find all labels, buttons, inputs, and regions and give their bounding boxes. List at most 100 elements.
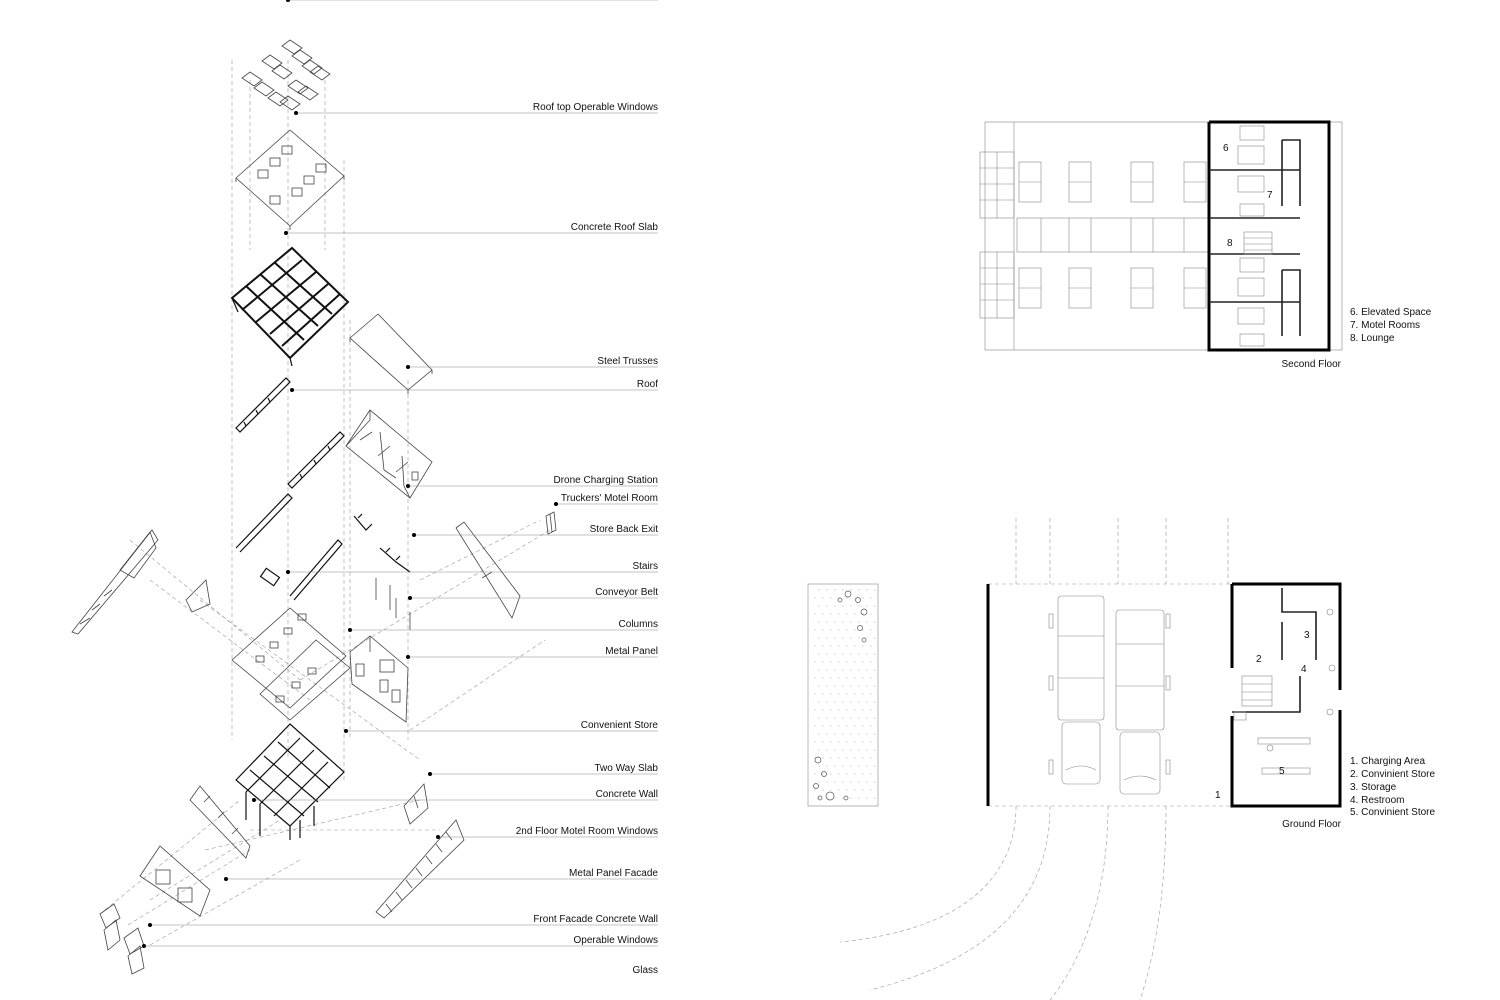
concrete-wall-drawing <box>403 783 429 825</box>
texture-dot <box>814 789 816 791</box>
texture-dot <box>874 669 876 671</box>
texture-dot <box>870 725 872 727</box>
texture-dot <box>830 709 832 711</box>
steel-trusses-drawing <box>230 246 350 367</box>
leader-dot <box>428 772 432 776</box>
texture-dot <box>862 629 864 631</box>
texture-dot <box>842 669 844 671</box>
texture-dot <box>858 605 860 607</box>
texture-dot <box>826 653 828 655</box>
texture-dot <box>874 653 876 655</box>
texture-dot <box>818 749 820 751</box>
texture-dot <box>818 733 820 735</box>
texture-dot <box>866 669 868 671</box>
texture-dot <box>842 605 844 607</box>
leader-dot <box>344 729 348 733</box>
texture-dot <box>818 605 820 607</box>
texture-dot <box>862 693 864 695</box>
texture-dot <box>874 621 876 623</box>
texture-dot <box>846 725 848 727</box>
ground-floor-legend-3: 3. Storage <box>1350 782 1397 793</box>
second-floor-room-6: 6 <box>1223 143 1229 154</box>
texture-dot <box>826 749 828 751</box>
texture-dot <box>858 653 860 655</box>
leader-dot <box>142 944 146 948</box>
texture-dot <box>830 629 832 631</box>
texture-dot <box>830 725 832 727</box>
texture-dot <box>822 693 824 695</box>
texture-dot <box>830 741 832 743</box>
texture-dot <box>858 669 860 671</box>
texture-dot <box>818 589 820 591</box>
texture-dot <box>846 773 848 775</box>
ground-floor-room-1: 1 <box>1215 790 1221 801</box>
texture-dot <box>850 717 852 719</box>
metal-panel-wall-drawing <box>455 521 521 619</box>
label-drone-charging-station: Drone Charging Station <box>553 475 658 486</box>
texture-dot <box>870 693 872 695</box>
texture-dot <box>866 653 868 655</box>
texture-dot <box>834 685 836 687</box>
texture-dot <box>814 597 816 599</box>
texture-dot <box>870 773 872 775</box>
texture-dot <box>846 613 848 615</box>
texture-dot <box>850 797 852 799</box>
texture-dot <box>862 661 864 663</box>
texture-dot <box>850 605 852 607</box>
texture-dot <box>862 613 864 615</box>
texture-dot <box>834 733 836 735</box>
projection-lines <box>104 60 551 946</box>
texture-dot <box>834 765 836 767</box>
texture-dot <box>854 741 856 743</box>
motel-windows-drawing <box>189 785 251 859</box>
texture-dot <box>874 605 876 607</box>
texture-dot <box>854 773 856 775</box>
texture-dot <box>870 629 872 631</box>
texture-dot <box>838 757 840 759</box>
texture-dot <box>858 717 860 719</box>
texture-dot <box>858 589 860 591</box>
texture-dot <box>854 677 856 679</box>
texture-dot <box>870 613 872 615</box>
texture-dot <box>850 669 852 671</box>
texture-dot <box>826 765 828 767</box>
landscape-strip <box>807 583 879 807</box>
leader-dot <box>290 388 294 392</box>
ground-floor-room-3: 3 <box>1304 630 1310 641</box>
texture-dot <box>870 645 872 647</box>
texture-dot <box>814 613 816 615</box>
texture-dot <box>854 709 856 711</box>
texture-dot <box>822 789 824 791</box>
leader-dot <box>406 484 410 488</box>
texture-dot <box>866 781 868 783</box>
texture-dot <box>834 621 836 623</box>
second-floor-plan: 6 7 8 6. Elevated Space 7. Motel Rooms 8… <box>979 120 1432 370</box>
leader-dot <box>252 798 256 802</box>
texture-dot <box>814 661 816 663</box>
texture-dot <box>874 701 876 703</box>
texture-dot <box>866 749 868 751</box>
leader-dot <box>286 570 290 574</box>
texture-dot <box>842 749 844 751</box>
texture-dot <box>874 637 876 639</box>
texture-dot <box>846 645 848 647</box>
texture-dot <box>858 781 860 783</box>
front-facade-wall-drawing <box>139 845 211 917</box>
ground-floor-room-5: 5 <box>1279 766 1285 777</box>
two-way-slab-drawing <box>235 723 345 840</box>
texture-dot <box>818 653 820 655</box>
ground-floor-room-2: 2 <box>1256 654 1262 665</box>
texture-dot <box>826 685 828 687</box>
texture-dot <box>862 709 864 711</box>
texture-dot <box>850 589 852 591</box>
ground-floor-legend-1: 1. Charging Area <box>1350 756 1425 767</box>
second-floor-legend-8: 8. Lounge <box>1350 333 1395 344</box>
texture-dot <box>830 645 832 647</box>
label-front-facade-concrete-wall: Front Facade Concrete Wall <box>533 914 658 925</box>
leader-dot <box>554 502 558 506</box>
texture-dot <box>818 797 820 799</box>
columns-drawing <box>375 578 411 630</box>
side-metal-facade-drawing <box>71 529 211 635</box>
texture-dot <box>862 597 864 599</box>
texture-dot <box>818 781 820 783</box>
